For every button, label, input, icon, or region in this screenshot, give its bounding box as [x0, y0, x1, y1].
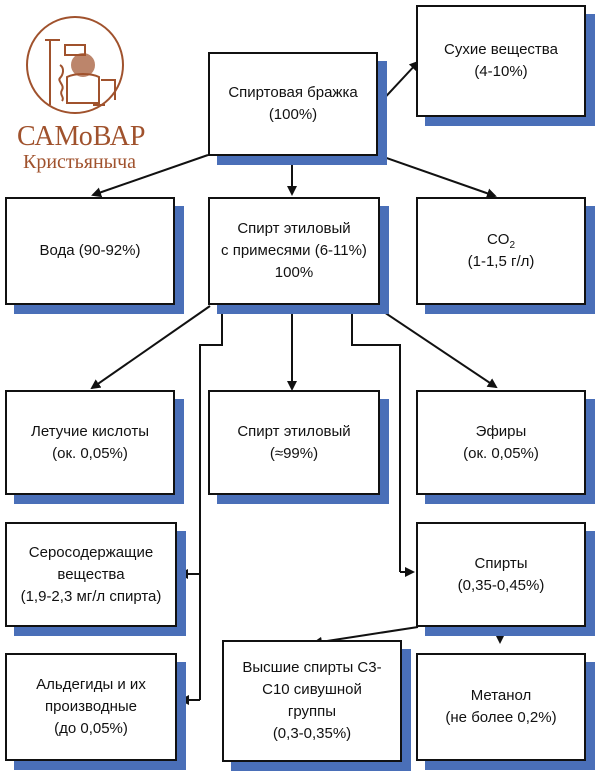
node-higher-line-2: С10 сивушной: [262, 681, 362, 698]
samovar-logo: САМоВАР Кристьяныча: [5, 5, 175, 175]
node-methanol-line-2: (не более 0,2%): [445, 709, 557, 726]
arrow-braga-to-dry: [377, 60, 420, 106]
node-co2-formula: CO: [486, 231, 510, 248]
node-higher-line-1: Высшие спирты С3-: [242, 659, 382, 676]
node-water: Вода (90-92%): [5, 197, 175, 305]
node-alcohols: Спирты (0,35-0,45%): [416, 522, 586, 627]
logo-tagline: Кристьяныча: [23, 151, 136, 173]
node-dry-line-2: (4-10%): [474, 63, 528, 80]
node-esters-line-1: Эфиры: [475, 422, 527, 440]
node-spirit-mix-line-1: Спирт этиловый: [237, 220, 351, 237]
node-dry-matter: Сухие вещества (4-10%): [416, 5, 586, 117]
node-dry-line-1: Сухие вещества: [444, 41, 558, 58]
connector-right: [351, 305, 401, 572]
node-sulfur-line-2: вещества: [57, 565, 125, 583]
node-sulfur-line-1: Серосодержащие: [28, 543, 154, 561]
node-higher-line-3: группы: [287, 703, 337, 720]
node-aldehydes-line-1: Альдегиды и их: [36, 676, 146, 693]
node-braga: Спиртовая бражка (100%): [208, 52, 378, 156]
arrow-braga-to-co2: [377, 154, 497, 199]
node-methanol: Метанол (не более 0,2%): [416, 653, 586, 761]
node-braga-line-1: Спиртовая бражка: [228, 84, 358, 101]
node-acids-line-2: (ок. 0,05%): [52, 444, 128, 462]
samovar-logo-emblem: САМоВАР Кристьяныча: [17, 16, 145, 173]
node-methanol-line-1: Метанол: [470, 687, 532, 704]
node-sulfur-line-3: (1,9-2,3 мг/л спирта): [20, 587, 162, 605]
connector-left: [199, 305, 223, 700]
node-water-line-1: Вода (90-92%): [39, 242, 141, 259]
logo-brand: САМоВАР: [17, 121, 145, 152]
node-co2: CO2 (1-1,5 г/л): [416, 197, 586, 305]
node-higher-line-4: (0,3-0,35%): [272, 725, 352, 742]
node-aldehydes-line-3: (до 0,05%): [54, 720, 128, 737]
node-spirit-mix-line-3: 100%: [274, 264, 314, 281]
node-ethanol-line-2: (≈99%): [269, 444, 319, 462]
node-alcohols-line-2: (0,35-0,45%): [457, 576, 545, 594]
node-braga-line-2: (100%): [268, 106, 318, 123]
node-volatile-acids: Летучие кислоты (ок. 0,05%): [5, 390, 175, 495]
node-spirit-mix-line-2: с примесями (6-11%): [221, 242, 367, 259]
node-aldehydes: Альдегиды и их производные (до 0,05%): [5, 653, 177, 761]
node-spirit-mix: Спирт этиловый с примесями (6-11%) 100%: [208, 197, 380, 305]
node-co2-line-2: (1-1,5 г/л): [467, 253, 535, 270]
node-sulfur-compounds: Серосодержащие вещества (1,9-2,3 мг/л сп…: [5, 522, 177, 627]
node-ethanol: Спирт этиловый (≈99%): [208, 390, 380, 495]
node-aldehydes-line-2: производные: [44, 698, 138, 715]
node-higher-alcohols: Высшие спирты С3- С10 сивушной группы (0…: [222, 640, 402, 762]
arrow-spirit-to-acids: [90, 305, 211, 390]
node-ethanol-line-1: Спирт этиловый: [237, 422, 351, 440]
node-acids-line-1: Летучие кислоты: [31, 422, 149, 440]
node-esters: Эфиры (ок. 0,05%): [416, 390, 586, 495]
node-esters-line-2: (ок. 0,05%): [463, 444, 539, 462]
arrow-spirit-to-esters: [374, 305, 498, 389]
node-co2-subscript: 2: [509, 240, 516, 251]
node-alcohols-line-1: Спирты: [474, 554, 528, 572]
arrow-braga-to-water: [91, 154, 209, 198]
